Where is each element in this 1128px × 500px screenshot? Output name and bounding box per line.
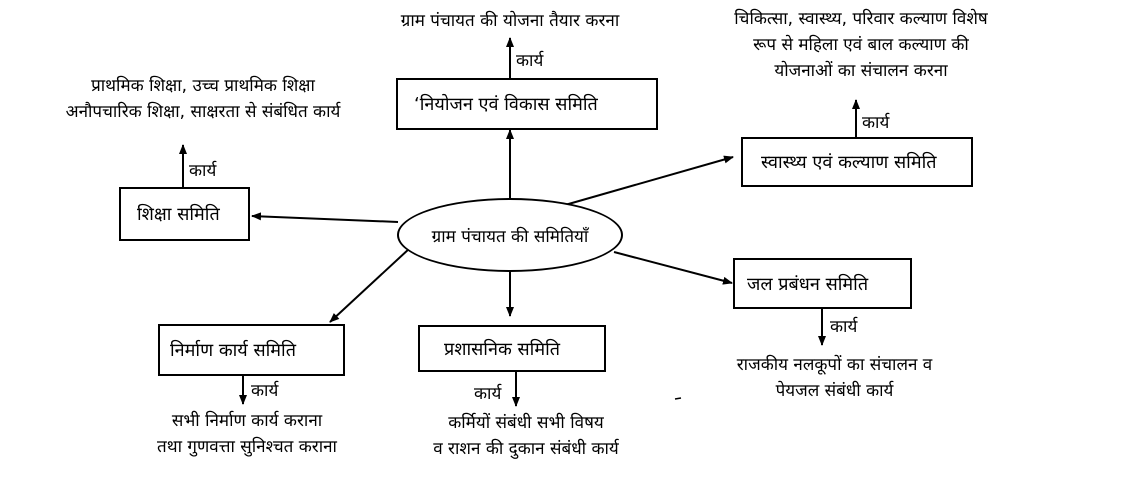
water-committee-box: जल प्रबंधन समिति [733,258,912,309]
health-committee-box: स्वास्थ्य एवं कल्याण समिति [741,137,973,187]
arrow-center-to-health [564,155,734,206]
arrow-center-to-construction [329,247,411,323]
health-function-text: चिकित्सा, स्वास्थ्य, परिवार कल्याण विशेष… [680,6,1042,84]
construction-function-line: सभी निर्माण कार्य कराना [171,411,323,431]
planning-committee-label: ‘नियोजन एवं विकास समिति [414,94,598,115]
admin-function-text: कर्मियों संबंधी सभी विषय व राशन की दुकान… [392,410,660,462]
health-committee-label: स्वास्थ्य एवं कल्याण समिति [761,152,937,173]
admin-committee-label: प्रशासनिक समिति [444,338,561,360]
water-committee-label: जल प्रबंधन समिति [747,273,869,295]
center-node: ग्राम पंचायत की समितियाँ [397,198,623,272]
construction-function-text: सभी निर्माण कार्य कराना तथा गुणवत्ता सुन… [116,408,378,460]
water-function-line: पेयजल संबंधी कार्य [775,381,894,401]
arrow-center-to-water [613,251,733,285]
education-function-line: प्राथमिक शिक्षा, उच्च प्राथमिक शिक्षा [91,76,315,96]
construction-work-label: कार्य [251,381,279,401]
health-work-label: कार्य [862,113,890,133]
water-function-text: राजकीय नलकूपों का संचालन व पेयजल संबंधी … [692,352,977,404]
planning-work-label: कार्य [516,51,544,71]
education-work-label: कार्य [189,161,217,181]
education-function-line: अनौपचारिक शिक्षा, साक्षरता से संबंधित का… [65,102,341,122]
water-work-label: कार्य [830,317,858,337]
planning-function-line: ग्राम पंचायत की योजना तैयार करना [400,11,620,31]
construction-committee-box: निर्माण कार्य समिति [158,324,345,376]
arrow-center-to-education [251,212,399,223]
admin-work-label: कार्य [474,384,502,404]
planning-function-text: ग्राम पंचायत की योजना तैयार करना [350,8,670,34]
stray-mark [674,397,682,400]
center-label: ग्राम पंचायत की समितियाँ [431,226,589,247]
admin-function-line: कर्मियों संबंधी सभी विषय [448,413,604,433]
education-function-text: प्राथमिक शिक्षा, उच्च प्राथमिक शिक्षा अन… [18,73,388,125]
construction-function-line: तथा गुणवत्ता सुनिश्चत कराना [157,437,337,457]
education-committee-box: शिक्षा समिति [119,187,250,241]
education-committee-label: शिक्षा समिति [137,204,220,225]
health-function-line: चिकित्सा, स्वास्थ्य, परिवार कल्याण विशेष [734,9,988,29]
health-function-line: योजनाओं का संचालन करना [774,61,948,81]
construction-committee-label: निर्माण कार्य समिति [170,340,296,361]
planning-committee-box: ‘नियोजन एवं विकास समिति [396,78,658,130]
admin-committee-box: प्रशासनिक समिति [418,325,606,372]
water-function-line: राजकीय नलकूपों का संचालन व [736,355,933,375]
admin-function-line: व राशन की दुकान संबंधी कार्य [433,439,619,459]
health-function-line: रूप से महिला एवं बाल कल्याण की [753,35,969,55]
